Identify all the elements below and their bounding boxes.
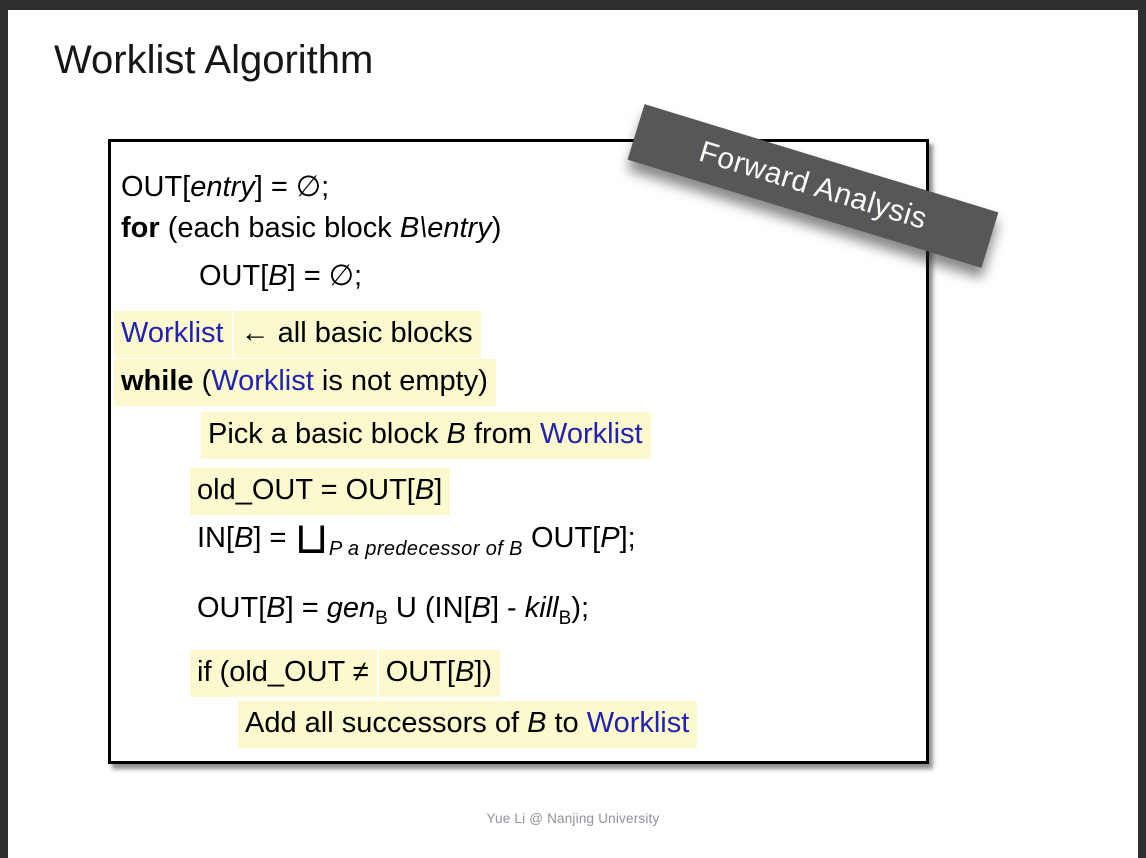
code-run: OUT[B] = ∅; <box>199 260 363 292</box>
highlighted-run: Pick a basic block B from Worklist <box>201 412 651 459</box>
highlighted-run: OUT[B]) <box>378 650 501 697</box>
code-line: Worklist← all basic blocks <box>114 311 481 358</box>
code-run: OUT[B] = genB U (IN[B] - killB); <box>197 592 590 629</box>
highlighted-run: while (Worklist is not empty) <box>114 359 496 406</box>
code-line: Pick a basic block B from Worklist <box>201 412 651 459</box>
code-line: if (old_OUT ≠OUT[B]) <box>190 650 501 697</box>
highlighted-run: old_OUT = OUT[B] <box>190 468 451 515</box>
code-line: OUT[entry] = ∅; <box>121 169 329 206</box>
highlighted-run: Add all successors of B to Worklist <box>238 701 698 748</box>
footer-credit: Yue Li @ Nanjing University <box>486 811 660 826</box>
slide-title: Worklist Algorithm <box>54 38 374 82</box>
code-line: while (Worklist is not empty) <box>114 359 496 406</box>
highlighted-run: if (old_OUT ≠ <box>190 650 377 697</box>
code-run: for (each basic block B\entry) <box>121 212 502 244</box>
code-run: OUT[entry] = ∅; <box>121 171 330 203</box>
code-line: OUT[B] = ∅; <box>199 258 362 295</box>
code-line: for (each basic block B\entry) <box>121 210 501 247</box>
slide: Worklist Algorithm OUT[entry] = ∅; for (e… <box>8 10 1138 858</box>
highlighted-run: ← all basic blocks <box>233 311 481 358</box>
code-line: IN[B] = ⊔P a predecessor of B OUT[P]; <box>197 513 636 568</box>
code-run: IN[B] = ⊔P a predecessor of B OUT[P]; <box>197 513 636 564</box>
highlighted-run: Worklist <box>114 311 232 358</box>
code-line: old_OUT = OUT[B] <box>190 468 451 515</box>
code-line: Add all successors of B to Worklist <box>238 701 698 748</box>
code-box: OUT[entry] = ∅; for (each basic block B\e… <box>108 139 929 764</box>
code-line: OUT[B] = genB U (IN[B] - killB); <box>197 590 589 637</box>
